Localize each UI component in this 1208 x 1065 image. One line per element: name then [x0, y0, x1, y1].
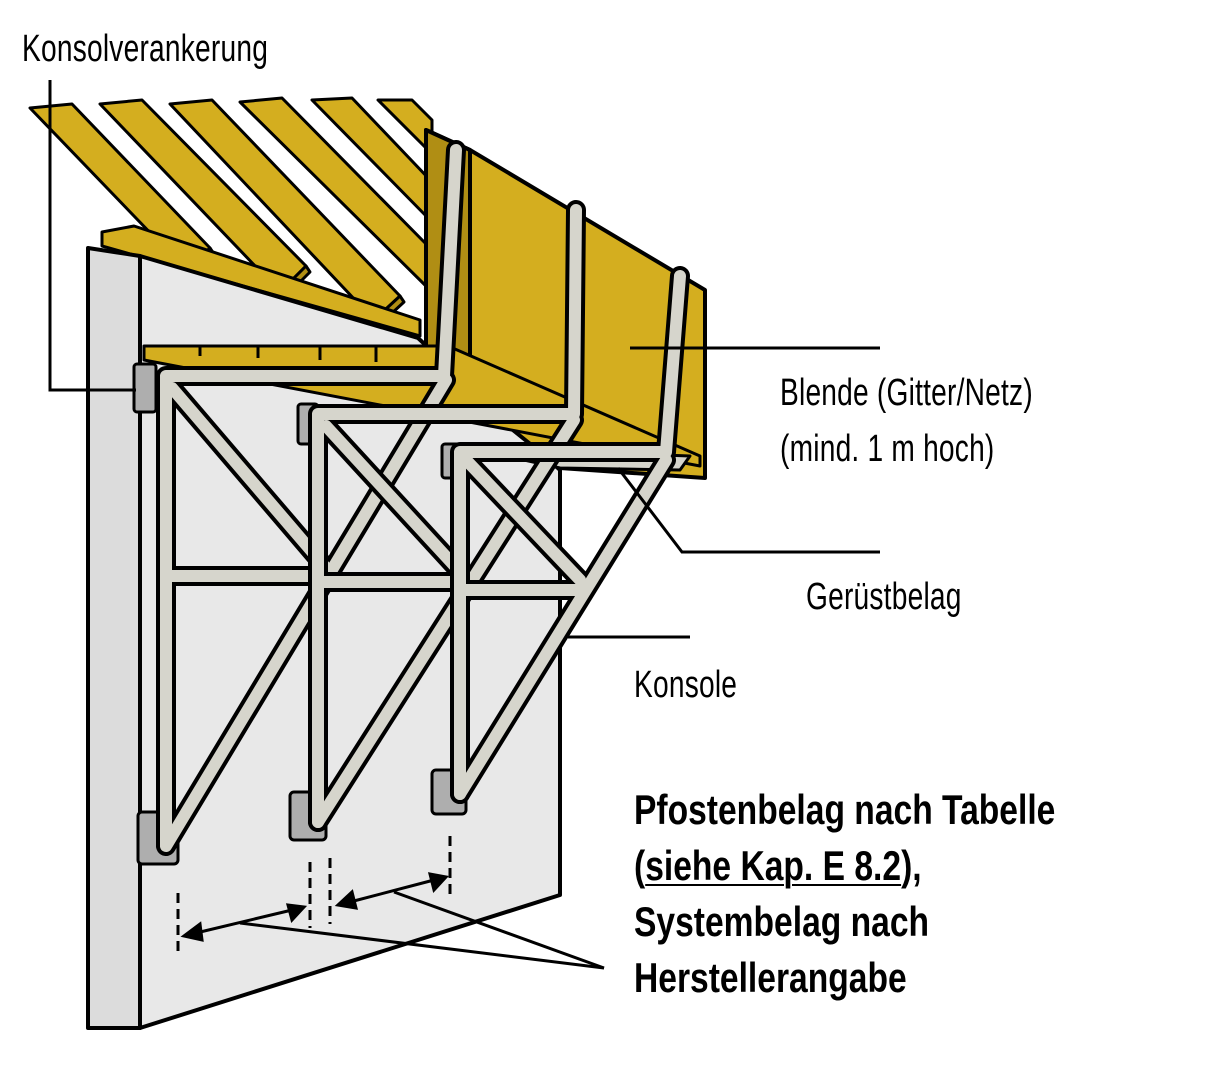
note-line4: Herstellerangabe	[634, 954, 907, 1001]
label-blende-line1: Blende (Gitter/Netz)	[780, 372, 1033, 414]
leader-spacing-1	[239, 921, 605, 970]
label-blende-line2: (mind. 1 m hoch)	[780, 428, 995, 470]
label-konsolverankerung: Konsolverankerung	[22, 28, 269, 70]
chapter-reference-link[interactable]: siehe Kap. E 8.2	[645, 842, 902, 889]
brackets	[156, 140, 690, 856]
note-line1: Pfostenbelag nach Tabelle	[634, 786, 1056, 833]
label-konsole: Konsole	[634, 664, 738, 706]
spacing-dimensions	[176, 836, 452, 955]
note-line2-close: ),	[901, 842, 922, 889]
note-line3: Systembelag nach	[634, 898, 930, 945]
note-line2-open: (	[634, 842, 646, 889]
leader-spacing-2	[393, 890, 605, 970]
leader-lines	[48, 80, 880, 970]
note-line2: (siehe Kap. E 8.2),	[634, 838, 922, 894]
leader-geruestbelag	[616, 467, 880, 554]
leader-konsolverankerung	[48, 80, 136, 392]
wall-front	[86, 246, 142, 1030]
roof-batten	[100, 224, 422, 338]
label-geruestbelag: Gerüstbelag	[806, 576, 962, 618]
